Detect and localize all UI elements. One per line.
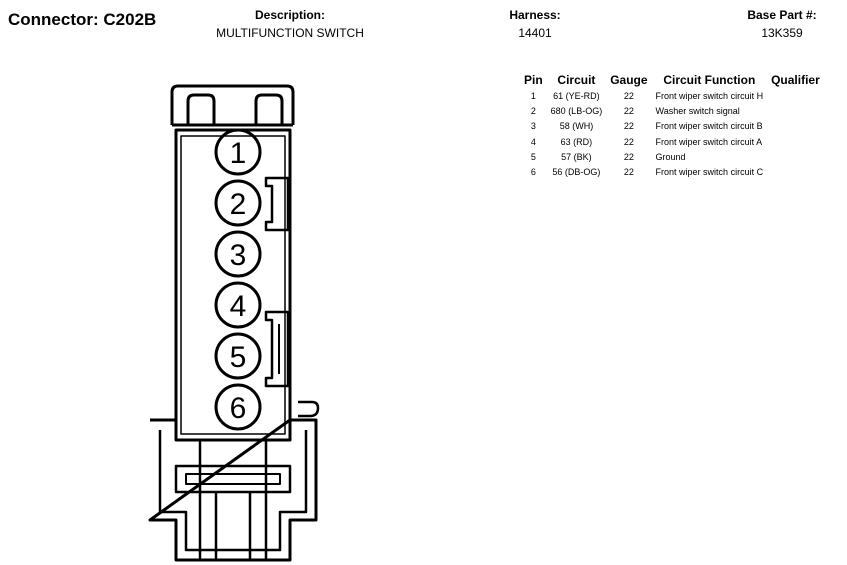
circuit-function-cell: Front wiper switch circuit B — [655, 121, 763, 132]
connector-top-latch-right-tab — [254, 93, 284, 125]
gauge-cell: 22 — [623, 167, 634, 178]
connector-boot-outer — [148, 418, 318, 562]
circuit-cell: 61 (YE-RD) — [553, 90, 600, 101]
gauge-cell: 22 — [623, 136, 634, 147]
connector-side-key-lower — [264, 310, 290, 388]
pin-number: 1 — [530, 90, 536, 101]
connector-boot-inner — [158, 430, 308, 552]
circuit-cell: 680 (LB-OG) — [550, 105, 603, 116]
circuit-cell: 63 (RD) — [560, 136, 593, 147]
base-part-label: Base Part #: — [747, 8, 817, 22]
harness-value: 14401 — [518, 26, 552, 40]
connector-top-latch-left-tab — [186, 93, 216, 125]
table-row: 2 680 (LB-OG) 22 Washer switch signal — [520, 103, 824, 118]
gauge-cell: 22 — [623, 151, 634, 162]
connector-title: Connector: C202B — [8, 10, 157, 29]
table-row: 3 58 (WH) 22 Front wiper switch circuit B — [520, 119, 824, 134]
pin-1: 1 — [214, 128, 262, 176]
base-part-value: 13K359 — [761, 26, 803, 40]
pin-3: 3 — [214, 230, 262, 278]
gauge-cell: 22 — [623, 105, 634, 116]
table-row: 4 63 (RD) 22 Front wiper switch circuit A — [520, 134, 824, 149]
table-row: 5 57 (BK) 22 Ground — [520, 149, 824, 164]
table-row: 1 61 (YE-RD) 22 Front wiper switch circuit … — [520, 88, 824, 103]
base-part-header: Base Part #: 13K359 — [712, 8, 847, 40]
circuit-cell: 58 (WH) — [559, 121, 594, 132]
gauge-cell: 22 — [623, 90, 634, 101]
pin-label: 2 — [230, 188, 247, 221]
circuit-function-cell: Washer switch signal — [655, 105, 740, 116]
pin-circle — [214, 128, 262, 176]
connector-side-nub — [298, 400, 320, 418]
column-header-gauge: Gauge — [610, 72, 648, 87]
pin-circles-group: 1 2 3 4 5 6 — [214, 128, 262, 431]
pin-2: 2 — [214, 179, 262, 227]
circuit-cell: 56 (DB-OG) — [552, 167, 601, 178]
pin-label: 3 — [230, 239, 247, 272]
pin-circle — [214, 332, 262, 380]
pin-label: 1 — [230, 137, 247, 170]
column-header-qualifier: Qualifier — [771, 72, 820, 87]
pin-number: 5 — [530, 151, 536, 162]
pin-circle — [214, 383, 262, 431]
column-header-circuit: Circuit — [557, 72, 596, 87]
pin-label: 5 — [230, 341, 247, 374]
circuit-cell: 57 (BK) — [561, 151, 592, 162]
description-header: Description: MULTIFUNCTION SWITCH — [190, 8, 390, 40]
connector-top-latch — [170, 84, 295, 125]
circuit-function-cell: Front wiper switch circuit H — [655, 90, 764, 101]
circuit-function-cell: Front wiper switch circuit C — [655, 167, 764, 178]
circuit-function-cell: Ground — [655, 151, 686, 162]
harness-header: Harness: 14401 — [470, 8, 600, 40]
connector-boot-cutout-inner — [185, 473, 281, 485]
column-header-pin: Pin — [524, 72, 543, 87]
table-row: 6 56 (DB-OG) 22 Front wiper switch circuit … — [520, 164, 824, 179]
connector-housing-inner — [180, 135, 286, 435]
pin-number: 4 — [530, 136, 536, 147]
pin-4: 4 — [214, 281, 262, 329]
pin-table-header-row: Pin Circuit Gauge Circuit Function Quali… — [520, 71, 824, 88]
pin-circle — [214, 179, 262, 227]
pin-6: 6 — [214, 383, 262, 431]
connector-side-key-upper — [264, 176, 290, 232]
pin-circle — [214, 281, 262, 329]
description-label: Description: — [254, 8, 325, 22]
pin-number: 2 — [530, 105, 536, 116]
pin-number: 3 — [530, 121, 536, 132]
harness-label: Harness: — [509, 8, 561, 22]
gauge-cell: 22 — [623, 121, 634, 132]
column-header-circuit-function: Circuit Function — [663, 72, 756, 87]
description-value: MULTIFUNCTION SWITCH — [216, 26, 364, 40]
pin-number: 6 — [530, 167, 536, 178]
pin-label: 6 — [230, 392, 247, 425]
circuit-function-cell: Front wiper switch circuit A — [655, 136, 763, 147]
pin-label: 4 — [230, 290, 247, 323]
pin-circle — [214, 230, 262, 278]
pin-5: 5 — [214, 332, 262, 380]
connector-boot-cutout — [174, 464, 292, 494]
connector-housing — [174, 128, 292, 442]
pin-table: Pin Circuit Gauge Circuit Function Quali… — [520, 71, 824, 180]
